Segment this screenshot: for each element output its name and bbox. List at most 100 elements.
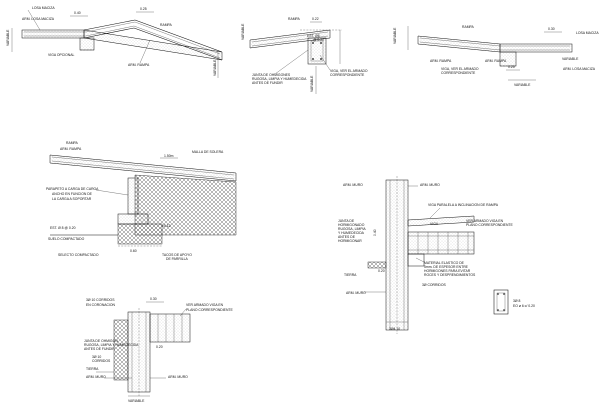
- label-arm-losa-maciza: ARM. LOSA MACIZA: [563, 67, 596, 71]
- label-junta-3: ANTES DE FUNDIR: [84, 347, 115, 351]
- label-material-2: 5mm. DE ESPESOR ENTRE: [424, 265, 469, 269]
- tierra-hatch: [113, 319, 129, 381]
- losa-maciza-slab: [21, 29, 85, 39]
- label-viga-ver: VIGA, VER EL ARMADO: [330, 69, 368, 73]
- tierra-hatch: [367, 261, 387, 269]
- detail-5-wall-beam-joint: ARM. MURO ARM. MURO VIGA PARALELA A INCL…: [338, 176, 535, 334]
- label-arm-muro-top: ARM. MURO: [343, 183, 363, 187]
- label-suelo: SUELO COMPACTADO: [48, 237, 85, 241]
- label-junta-2: RUGOSA, LIMPIA Y HUMEDECIDA: [84, 343, 139, 347]
- label-junta-2: RUGOSA, LIMPIA Y HUMEDECIDA: [252, 77, 307, 81]
- label-material-4: ROCES Y DESPRENDIMIENTOS: [424, 273, 476, 277]
- label-tierra: TIERRA: [86, 367, 99, 371]
- detail-6-wall-crown-beam: 0.30 3Ø 10 CORRIDOS EN CORONACION VER AR…: [84, 297, 233, 403]
- label-arm-muro-bottom: ARM. MURO: [346, 291, 366, 295]
- dim-030: 0.30: [150, 297, 157, 301]
- label-arm-muro-left: ARM. MURO: [86, 375, 106, 379]
- label-tacos-2: DE PARRILLA: [166, 257, 189, 261]
- label-tacos-1: TACOS DE APOYO: [162, 253, 192, 257]
- label-variable-left: VARIABLE: [393, 27, 397, 44]
- label-junta-5: ANTES DE: [338, 235, 356, 239]
- label-ver-armado-2: PLANO CORRESPONDIENTE: [186, 308, 233, 312]
- label-junta: JUNTA DE OHMIGONES: [252, 73, 291, 77]
- label-viga: VIGA: [430, 222, 439, 226]
- dim-020: 0.20: [378, 269, 385, 273]
- label-losa-maciza: LOSA MACIZA: [576, 31, 599, 35]
- label-junta-4: Y HUMEDECIDA: [338, 231, 365, 235]
- label-arm-muro-right: ARM. MURO: [168, 375, 188, 379]
- label-arm-rampa-2: ARM. RAMPA: [485, 59, 507, 63]
- detail-4-ramp-on-ground: RAMPA ARM. RAMPA MALLA DE SOLERA 1.50m P…: [46, 141, 237, 261]
- detail-1-slab-ramp-joint: 0.40 0.25 LOSA MACIZA ARM. LOSA MACIZA R…: [6, 6, 223, 78]
- label-viga-ver-2: CORRESPONDIENTE: [330, 73, 365, 77]
- label-ver-armado-1: VER ARMADO VIGA EN: [466, 219, 504, 223]
- label-corridos-4: CORRIDOS: [92, 359, 111, 363]
- label-selecto: SELECTO COMPACTADO: [58, 253, 99, 257]
- label-section-1: 3Ø 8: [513, 299, 520, 303]
- label-arm-rampa: ARM. RAMPA: [60, 147, 82, 151]
- label-ver-armado-2: PLANO CORRESPONDIENTE: [466, 223, 513, 227]
- label-variable-right: VARIABLE: [562, 57, 579, 61]
- viga-opcional: [79, 37, 95, 51]
- label-section-2: EO ø 6 c/ 0.20: [513, 304, 535, 308]
- label-viga-paralela: VIGA PARALELA A INCLINACION DE RAMPA: [428, 203, 499, 207]
- label-est: EST. Ø6: [307, 34, 320, 38]
- dim-bottom: 3Ø4 10: [389, 327, 400, 331]
- footing: [117, 213, 149, 225]
- label-rampa: RAMPA: [160, 23, 173, 27]
- label-variable: VARIABLE: [128, 399, 145, 403]
- label-corridos-3: 3Ø 10: [92, 355, 101, 359]
- label-viga-opcional: VIGA OPCIONAL: [48, 53, 74, 57]
- label-junta-3: ANTES DE FUNDIR: [252, 81, 283, 85]
- losa-maciza-slab: [499, 43, 573, 53]
- viga-beam: [149, 313, 191, 343]
- label-nivel: ±0.12: [162, 224, 171, 228]
- dim-040: 0.40: [373, 229, 377, 236]
- label-variable-bottom: VARIABLE: [514, 83, 531, 87]
- label-junta-6: HORMIGONAR: [338, 239, 362, 243]
- label-junta-1: JUNTA DE OHMIGON: [84, 339, 118, 343]
- dim-060: 0.60: [130, 249, 137, 253]
- label-arm-rampa: ARM. RAMPA: [128, 63, 150, 67]
- label-losa-maciza: LOSA MACIZA: [32, 6, 55, 10]
- detail-3-ramp-slab-joint: VARIABLE RAMPA 0.30 LOSA MACIZA ARM. RAM…: [393, 25, 599, 87]
- label-spacing: @ 0.20: [313, 38, 324, 42]
- label-arm-rampa: ARM. RAMPA: [430, 59, 452, 63]
- ramp-slab: [83, 29, 223, 61]
- label-variable-left: VARIABLE: [6, 29, 10, 46]
- label-material-1: MATERIAL ELASTICO DE: [424, 261, 465, 265]
- selecto-compactado: [117, 223, 163, 245]
- dim-025: 0.25: [140, 7, 147, 11]
- label-rampa: RAMPA: [462, 25, 475, 29]
- label-malla: MALLA DE SOLERA: [192, 150, 224, 154]
- label-junta-1: JUNTA DE: [338, 219, 355, 223]
- label-malla-dim: 1.50m: [164, 154, 174, 158]
- label-ver-armado-1: VER ARMADO VIGA EN: [186, 303, 224, 307]
- dim-022: 0.22: [312, 17, 319, 21]
- label-viga-ver-2: CORRESPONDIENTE: [441, 71, 476, 75]
- viga-paralela: [407, 215, 475, 227]
- label-tierra: TIERRA: [344, 273, 357, 277]
- label-rampa: RAMPA: [288, 17, 301, 21]
- label-corridos-2: EN CORONACION: [86, 303, 116, 307]
- dim-020: 0.20: [156, 345, 163, 349]
- dim-040: 0.40: [74, 11, 81, 15]
- label-arm-muro-2: ARM. MURO: [420, 183, 440, 187]
- label-variable-bottom: VARIABLE: [310, 75, 314, 92]
- label-arm-losa-maciza: ARM. LOSA MACIZA: [22, 17, 55, 21]
- dim-030: 0.30: [548, 27, 555, 31]
- label-variable-left: VARIABLE: [241, 23, 245, 40]
- label-parapeto-1: PARAPETO A CARGA DE CARGA: [46, 187, 99, 191]
- label-rampa: RAMPA: [66, 141, 79, 145]
- label-material-3: HORMIGONES PARA EVITAR: [424, 269, 471, 273]
- parapeto-wall: [127, 177, 139, 215]
- label-variable-right: VARIABLE: [213, 59, 217, 76]
- section-inset: [493, 289, 509, 315]
- label-viga-ver: VIGA, VER EL ARMADO: [441, 67, 479, 71]
- detail-2-ramp-beam: RAMPA 0.22 EST. Ø6 @ 0.20 VARIABLE JUNTA…: [241, 17, 368, 94]
- dim-025: 0.25: [508, 65, 515, 69]
- ramp-slab: [417, 35, 501, 53]
- label-junta-3: RUGOSA, LIMPIA: [338, 227, 366, 231]
- viga-beam: [407, 231, 475, 255]
